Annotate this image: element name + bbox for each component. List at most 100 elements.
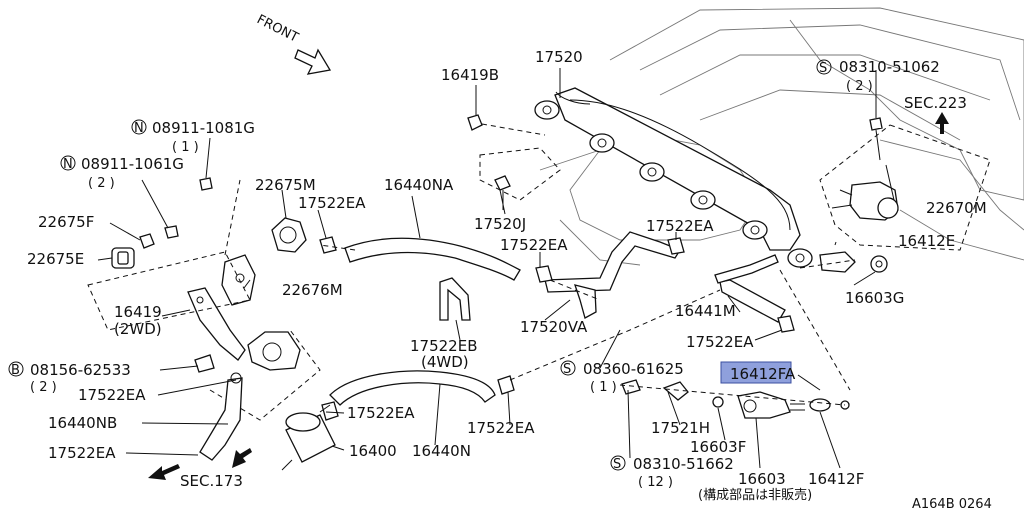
callout-17522eb: 17522EB bbox=[410, 337, 478, 355]
hose-clip-6 bbox=[321, 401, 339, 421]
svg-text:08911-1081G: 08911-1081G bbox=[152, 119, 255, 137]
callout-22676m: 22676M bbox=[282, 281, 343, 299]
injector-3 bbox=[639, 162, 665, 182]
callout-s-08310-51662: S 08310-51662 ( 12 ) bbox=[610, 455, 734, 490]
svg-text:16412FA: 16412FA bbox=[730, 365, 796, 383]
arrow-up-icon bbox=[935, 112, 949, 134]
callout-16419-note: (2WD) bbox=[114, 320, 162, 338]
svg-text:S: S bbox=[563, 362, 571, 377]
pressure-regulator bbox=[839, 164, 899, 221]
svg-text:08310-51062: 08310-51062 bbox=[839, 58, 940, 76]
svg-text:B: B bbox=[11, 363, 20, 378]
front-arrow-icon bbox=[294, 48, 332, 75]
fuel-rail-assembly bbox=[534, 87, 888, 273]
callout-sec173: SEC.173 bbox=[180, 472, 243, 490]
callout-22675m: 22675M bbox=[255, 176, 316, 194]
svg-text:08911-1061G: 08911-1061G bbox=[81, 155, 184, 173]
callout-17522ea-b: 17522EA bbox=[646, 217, 714, 235]
callout-sec223: SEC.223 bbox=[904, 94, 967, 112]
callout-17522ea-e: 17522EA bbox=[78, 386, 146, 404]
bracket-17522eb bbox=[439, 277, 471, 321]
injector-1 bbox=[534, 100, 560, 120]
callout-16419b: 16419B bbox=[441, 66, 499, 84]
collar-22675f bbox=[139, 233, 155, 249]
svg-text:08360-61625: 08360-61625 bbox=[583, 360, 684, 378]
assembly-line-1 bbox=[509, 289, 721, 381]
callout-b-08156-62533: B 08156-62533 ( 2 ) bbox=[8, 361, 131, 395]
svg-text:( 2 ): ( 2 ) bbox=[846, 79, 873, 94]
callout-17522ea-a: 17522EA bbox=[298, 194, 366, 212]
callout-s-08360-61625: S 08360-61625 ( 1 ) bbox=[560, 360, 684, 395]
callout-17521h: 17521H bbox=[651, 419, 710, 437]
leader-lines bbox=[97, 137, 876, 469]
callout-16603: 16603 bbox=[738, 470, 786, 488]
callout-17522ea-d: 17522EA bbox=[686, 333, 754, 351]
callout-17522ea-g: 17522EA bbox=[467, 419, 535, 437]
callout-17522ea-f: 17522EA bbox=[347, 404, 415, 422]
fuel-tube-17520va bbox=[544, 231, 681, 319]
callout-16441m: 16441M bbox=[675, 302, 736, 320]
callout-17522ea-h: 17522EA bbox=[48, 444, 116, 462]
svg-text:( 2 ): ( 2 ) bbox=[30, 380, 57, 395]
callout-16412e: 16412E bbox=[898, 232, 955, 250]
callout-22675e: 22675E bbox=[27, 250, 84, 268]
callout-16412f: 16412F bbox=[808, 470, 864, 488]
bolt-08310-51062 bbox=[869, 70, 883, 161]
arrow-left-down-icon bbox=[148, 464, 180, 480]
clip-17520j bbox=[494, 175, 511, 210]
injector-16603 bbox=[621, 379, 850, 419]
callout-16440na: 16440NA bbox=[384, 176, 454, 194]
callout-16440nb: 16440NB bbox=[48, 414, 117, 432]
callout-16603g: 16603G bbox=[845, 289, 904, 307]
fuel-filter-16400 bbox=[281, 404, 336, 471]
assembly-line-2 bbox=[619, 384, 846, 406]
svg-text:08310-51662: 08310-51662 bbox=[633, 455, 734, 473]
hose-clip-4 bbox=[777, 315, 795, 333]
hose-clip-2 bbox=[535, 265, 553, 283]
assembly-line-4 bbox=[799, 259, 856, 269]
regulator-group-outline bbox=[819, 124, 991, 251]
fuel-damper-lower bbox=[247, 331, 301, 371]
hose-clip-1 bbox=[319, 236, 337, 254]
clip-17520j-outline bbox=[479, 147, 561, 201]
callout-s-08310-51062: S 08310-51062 ( 2 ) bbox=[816, 58, 940, 94]
svg-text:( 12 ): ( 12 ) bbox=[638, 475, 673, 490]
bracket-16419 bbox=[187, 287, 246, 361]
svg-text:S: S bbox=[819, 61, 827, 76]
svg-text:S: S bbox=[613, 457, 621, 472]
callout-17520j: 17520J bbox=[474, 215, 526, 233]
svg-text:( 1 ): ( 1 ) bbox=[590, 380, 617, 395]
nut-08911-1061g bbox=[164, 225, 179, 239]
callout-17522eb-note: (4WD) bbox=[421, 353, 469, 371]
callout-17520va: 17520VA bbox=[520, 318, 588, 336]
bracket-22676m bbox=[221, 254, 256, 306]
callout-17520: 17520 bbox=[535, 48, 583, 66]
not-sold-separately-note: (構成部品は非販売) bbox=[698, 487, 812, 503]
front-label: FRONT bbox=[254, 12, 300, 46]
svg-text:N: N bbox=[134, 121, 144, 136]
bracket-group-outline bbox=[209, 179, 321, 421]
bolt-08156-62533 bbox=[194, 354, 215, 373]
injector-2 bbox=[589, 133, 615, 153]
callout-17522ea-c: 17522EA bbox=[500, 236, 568, 254]
line-to-rail bbox=[714, 254, 779, 284]
injector-4 bbox=[690, 190, 716, 210]
svg-text:( 1 ): ( 1 ) bbox=[172, 140, 199, 155]
hose-16440n bbox=[329, 370, 496, 406]
callout-16603f: 16603F bbox=[690, 438, 746, 456]
svg-text:( 2 ): ( 2 ) bbox=[88, 176, 115, 191]
callout-16400: 16400 bbox=[349, 442, 397, 460]
callout-n-08911-1081g: N 08911-1081G ( 1 ) bbox=[131, 119, 255, 155]
svg-text:N: N bbox=[63, 157, 73, 172]
svg-text:08156-62533: 08156-62533 bbox=[30, 361, 131, 379]
damper-group-outline bbox=[87, 251, 251, 331]
assembly-line-5 bbox=[319, 244, 356, 251]
callout-22675f: 22675F bbox=[38, 213, 94, 231]
callout-n-08911-1061g: N 08911-1061G ( 2 ) bbox=[60, 155, 184, 191]
grommet-22675e bbox=[111, 247, 135, 269]
callout-16412fa-highlighted[interactable]: 16412FA bbox=[720, 361, 796, 384]
hose-16440na bbox=[344, 237, 521, 281]
callout-16419: 16419 bbox=[114, 303, 162, 321]
fuel-damper-22675m bbox=[271, 217, 307, 253]
